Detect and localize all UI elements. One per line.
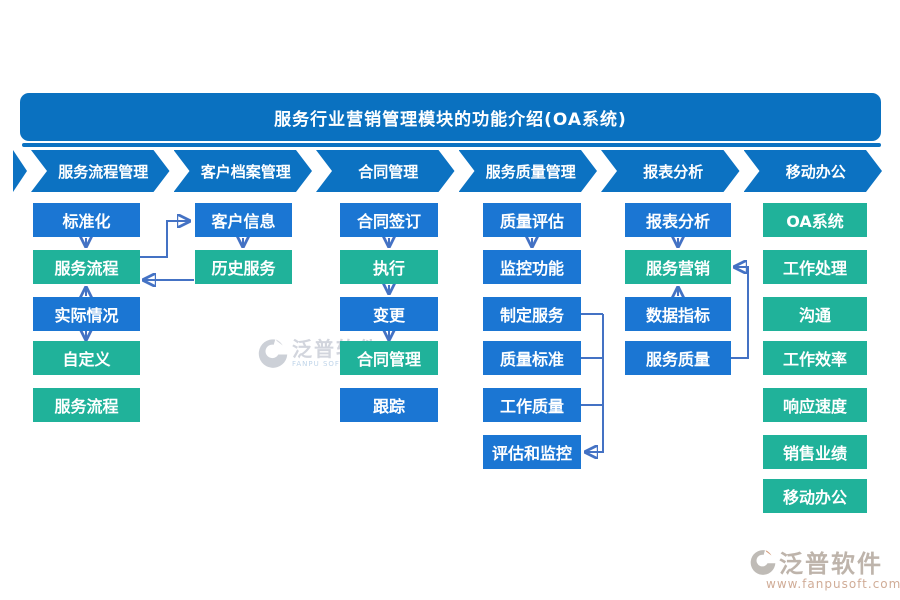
flow-node: 实际情况 [33, 297, 140, 331]
flow-node: 报表分析 [625, 203, 731, 237]
header-segment-service-quality: 服务质量管理 [459, 150, 598, 192]
header-segment-contract: 合同管理 [316, 150, 455, 192]
header-segment-label: 报表分析 [643, 162, 704, 181]
header-segment-mobile-office: 移动办公 [744, 150, 883, 192]
flow-node: 变更 [340, 297, 438, 331]
header-segment-label: 移动办公 [785, 162, 846, 181]
flow-node: 响应速度 [763, 388, 867, 422]
watermark-subtitle: FANPU SOFTWARE [292, 360, 370, 368]
flow-node: 数据指标 [625, 297, 731, 331]
flow-node: 跟踪 [340, 388, 438, 422]
flow-node: 沟通 [763, 297, 867, 331]
header-segment-customer-archive: 客户档案管理 [174, 150, 313, 192]
fanpu-logo-icon [750, 549, 776, 575]
header-segment-label: 服务质量管理 [485, 162, 576, 181]
title-bar: 服务行业营销管理模块的功能介绍(OA系统) [20, 93, 881, 141]
flow-node: 自定义 [33, 341, 140, 375]
flow-node: 监控功能 [483, 250, 581, 284]
header-chevron-row: 服务流程管理 客户档案管理 合同管理 服务质量管理 报表分析 移动办公 [13, 150, 882, 192]
flow-node: OA系统 [763, 203, 867, 237]
flow-node: 销售业绩 [763, 435, 867, 469]
header-segment-label: 客户档案管理 [200, 162, 291, 181]
corner-watermark: 泛普软件 www.fanpusoft.com [750, 544, 900, 591]
flow-node: 标准化 [33, 203, 140, 237]
flow-node: 历史服务 [195, 250, 292, 284]
flow-node: 执行 [340, 250, 438, 284]
chevron-lead-icon [13, 150, 27, 192]
flow-node: 评估和监控 [483, 435, 581, 469]
page-title: 服务行业营销管理模块的功能介绍(OA系统) [274, 109, 627, 130]
flow-node: 合同管理 [340, 341, 438, 375]
title-underline [22, 143, 881, 147]
connector-servicequality-to-marketing [731, 267, 749, 359]
flow-node: 服务营销 [625, 250, 731, 284]
flow-node: 合同签订 [340, 203, 438, 237]
watermark-url: www.fanpusoft.com [766, 577, 900, 591]
flow-node: 服务流程 [33, 388, 140, 422]
flow-node: 客户信息 [195, 203, 292, 237]
connector-quality-bracket [581, 313, 604, 452]
flow-node: 服务流程 [33, 250, 140, 284]
flow-node: 服务质量 [625, 341, 731, 375]
connector-flow-to-customerinfo [140, 221, 188, 258]
flow-node: 质量标准 [483, 341, 581, 375]
header-segment-report-analysis: 报表分析 [601, 150, 740, 192]
flow-node: 制定服务 [483, 297, 581, 331]
watermark-name: 泛普软件 [779, 550, 883, 578]
flow-node: 质量评估 [483, 203, 581, 237]
flow-node: 工作处理 [763, 250, 867, 284]
header-segment-service-process: 服务流程管理 [31, 150, 170, 192]
header-segment-label: 服务流程管理 [58, 162, 149, 181]
header-segment-label: 合同管理 [358, 162, 419, 181]
fanpu-logo-icon [258, 339, 288, 368]
flow-node: 工作效率 [763, 341, 867, 375]
flow-node: 工作质量 [483, 388, 581, 422]
flow-node: 移动办公 [763, 479, 867, 513]
